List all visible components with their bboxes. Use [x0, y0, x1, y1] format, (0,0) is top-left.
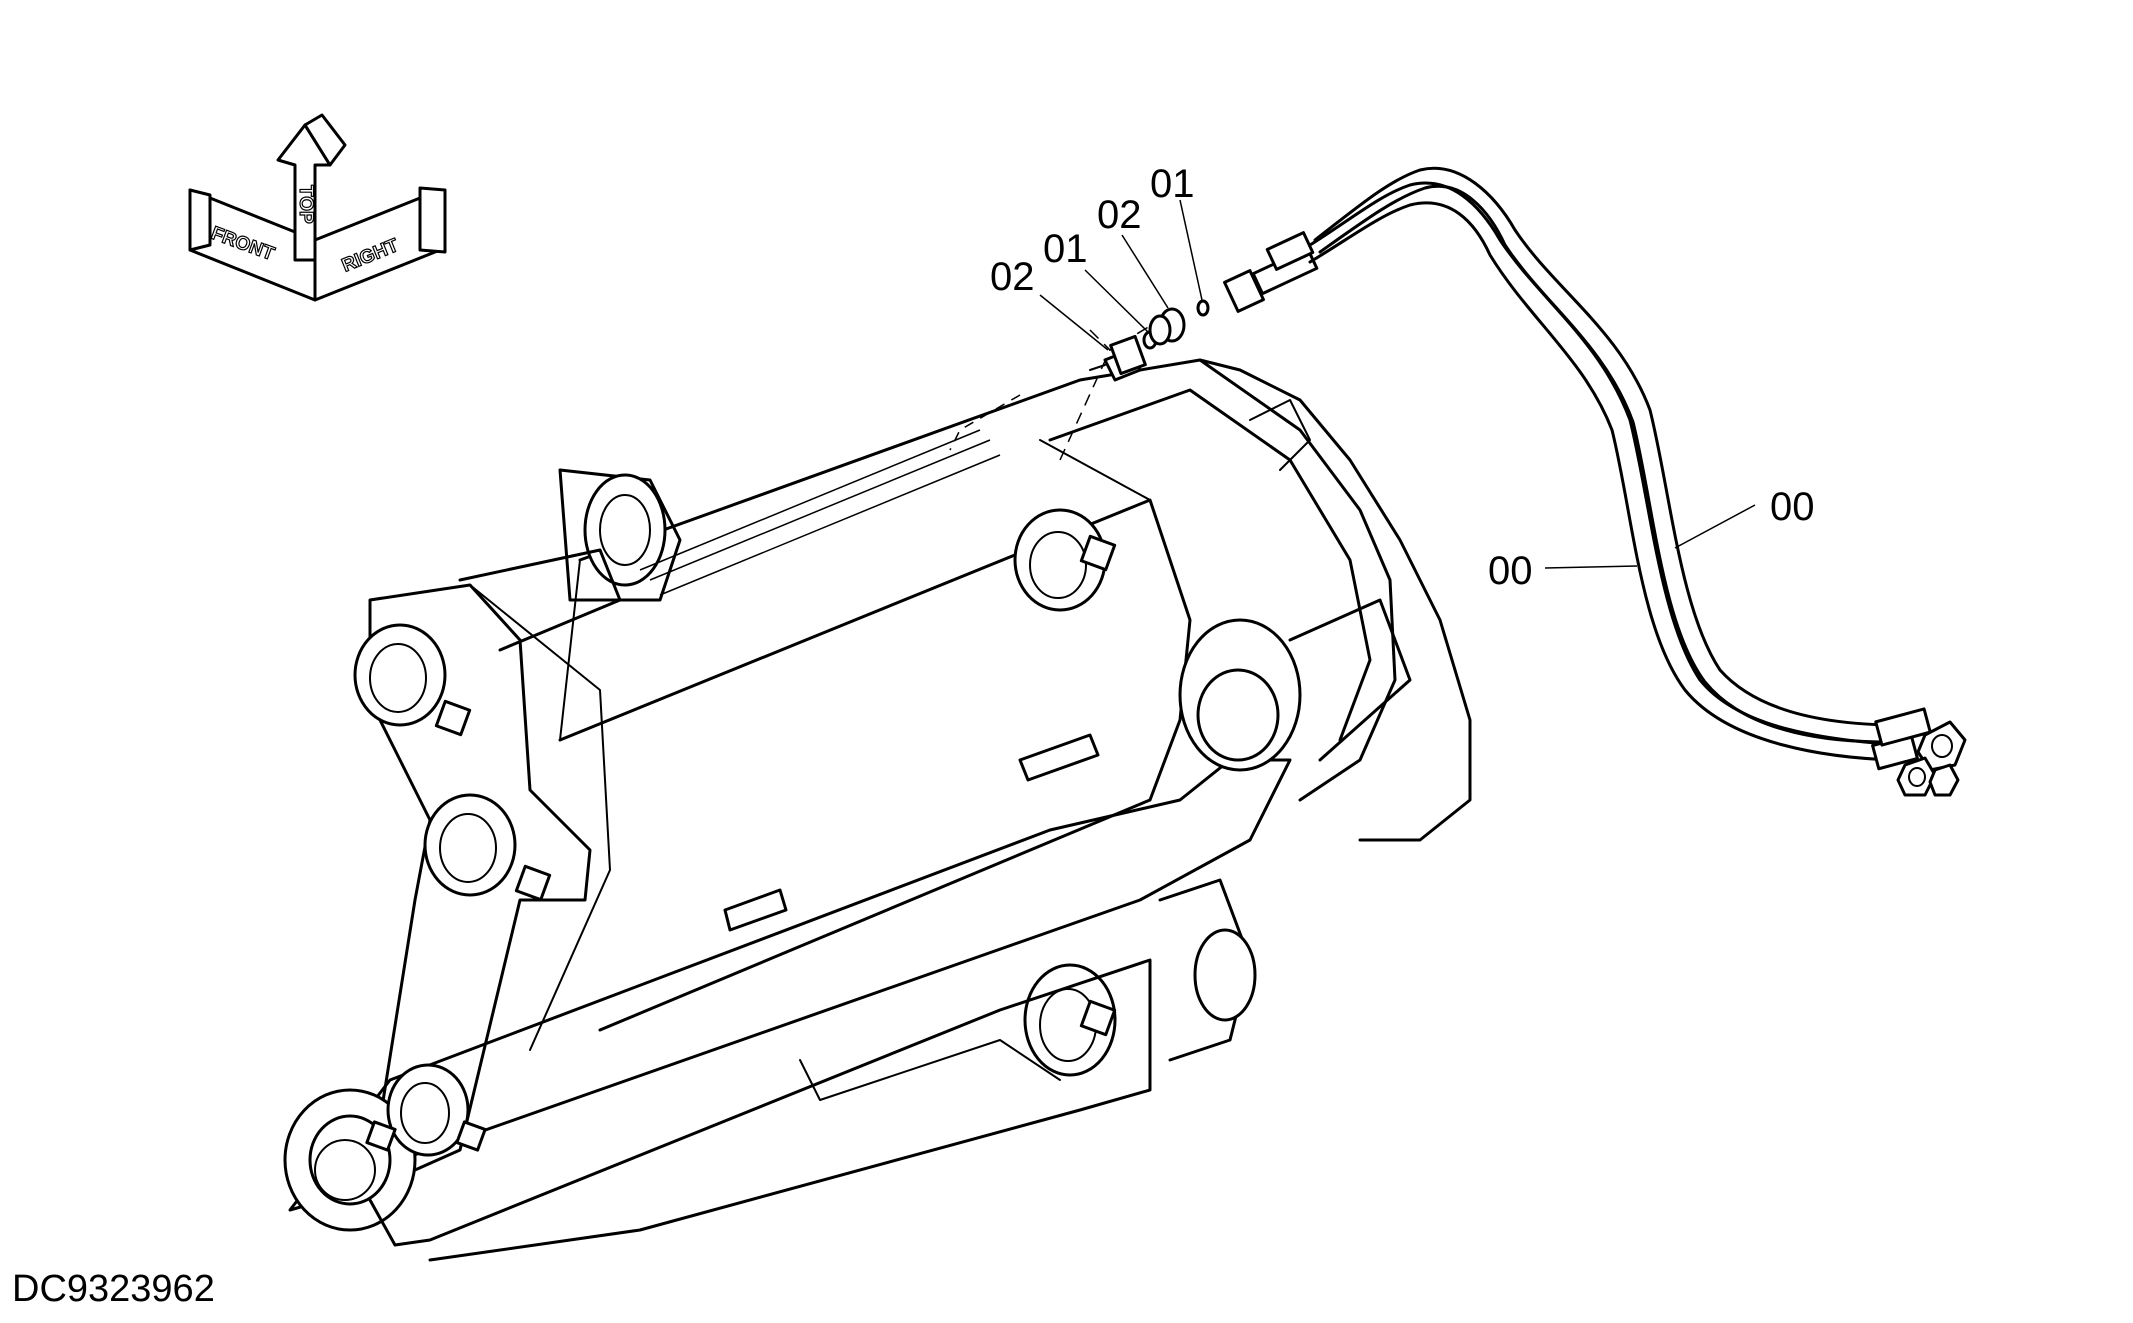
orientation-indicator: FRONT TOP RIGHT: [188, 113, 447, 302]
callout-01-upper: 01: [1150, 162, 1195, 206]
hydraulic-hoses: [1223, 166, 1967, 797]
adapter-lower: [1089, 334, 1147, 382]
diagram-id: DC9323962: [12, 1268, 215, 1310]
o-ring-upper: [1196, 299, 1210, 317]
callout-leaders: [1039, 199, 1756, 569]
callout-02-upper: 02: [1097, 193, 1142, 237]
callout-00-lower: 00: [1488, 549, 1533, 593]
callout-01-lower: 01: [1043, 227, 1088, 271]
quick-coupler-assembly: [283, 319, 1472, 1262]
adapter-upper: [1148, 307, 1186, 346]
callout-00-upper: 00: [1770, 485, 1815, 529]
fittings: [1089, 299, 1210, 382]
callout-02-lower: 02: [990, 255, 1035, 299]
orientation-top-label: TOP: [295, 185, 316, 224]
